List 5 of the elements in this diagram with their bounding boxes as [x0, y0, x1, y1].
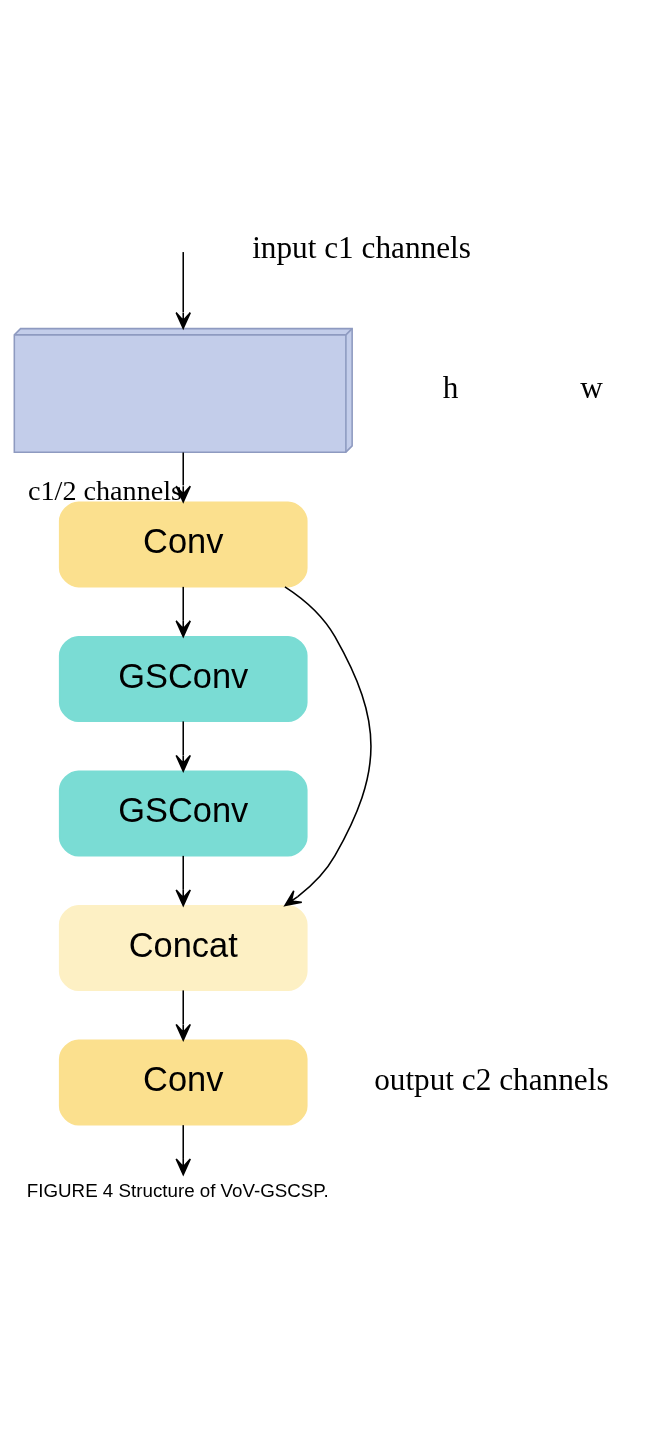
caption: FIGURE 4 Structure of VoV-GSCSP. [26, 1179, 329, 1201]
label: w [580, 369, 603, 405]
label: output c2 channels [374, 1061, 609, 1097]
label: input c1 channels [252, 229, 471, 265]
label: h [442, 369, 459, 405]
